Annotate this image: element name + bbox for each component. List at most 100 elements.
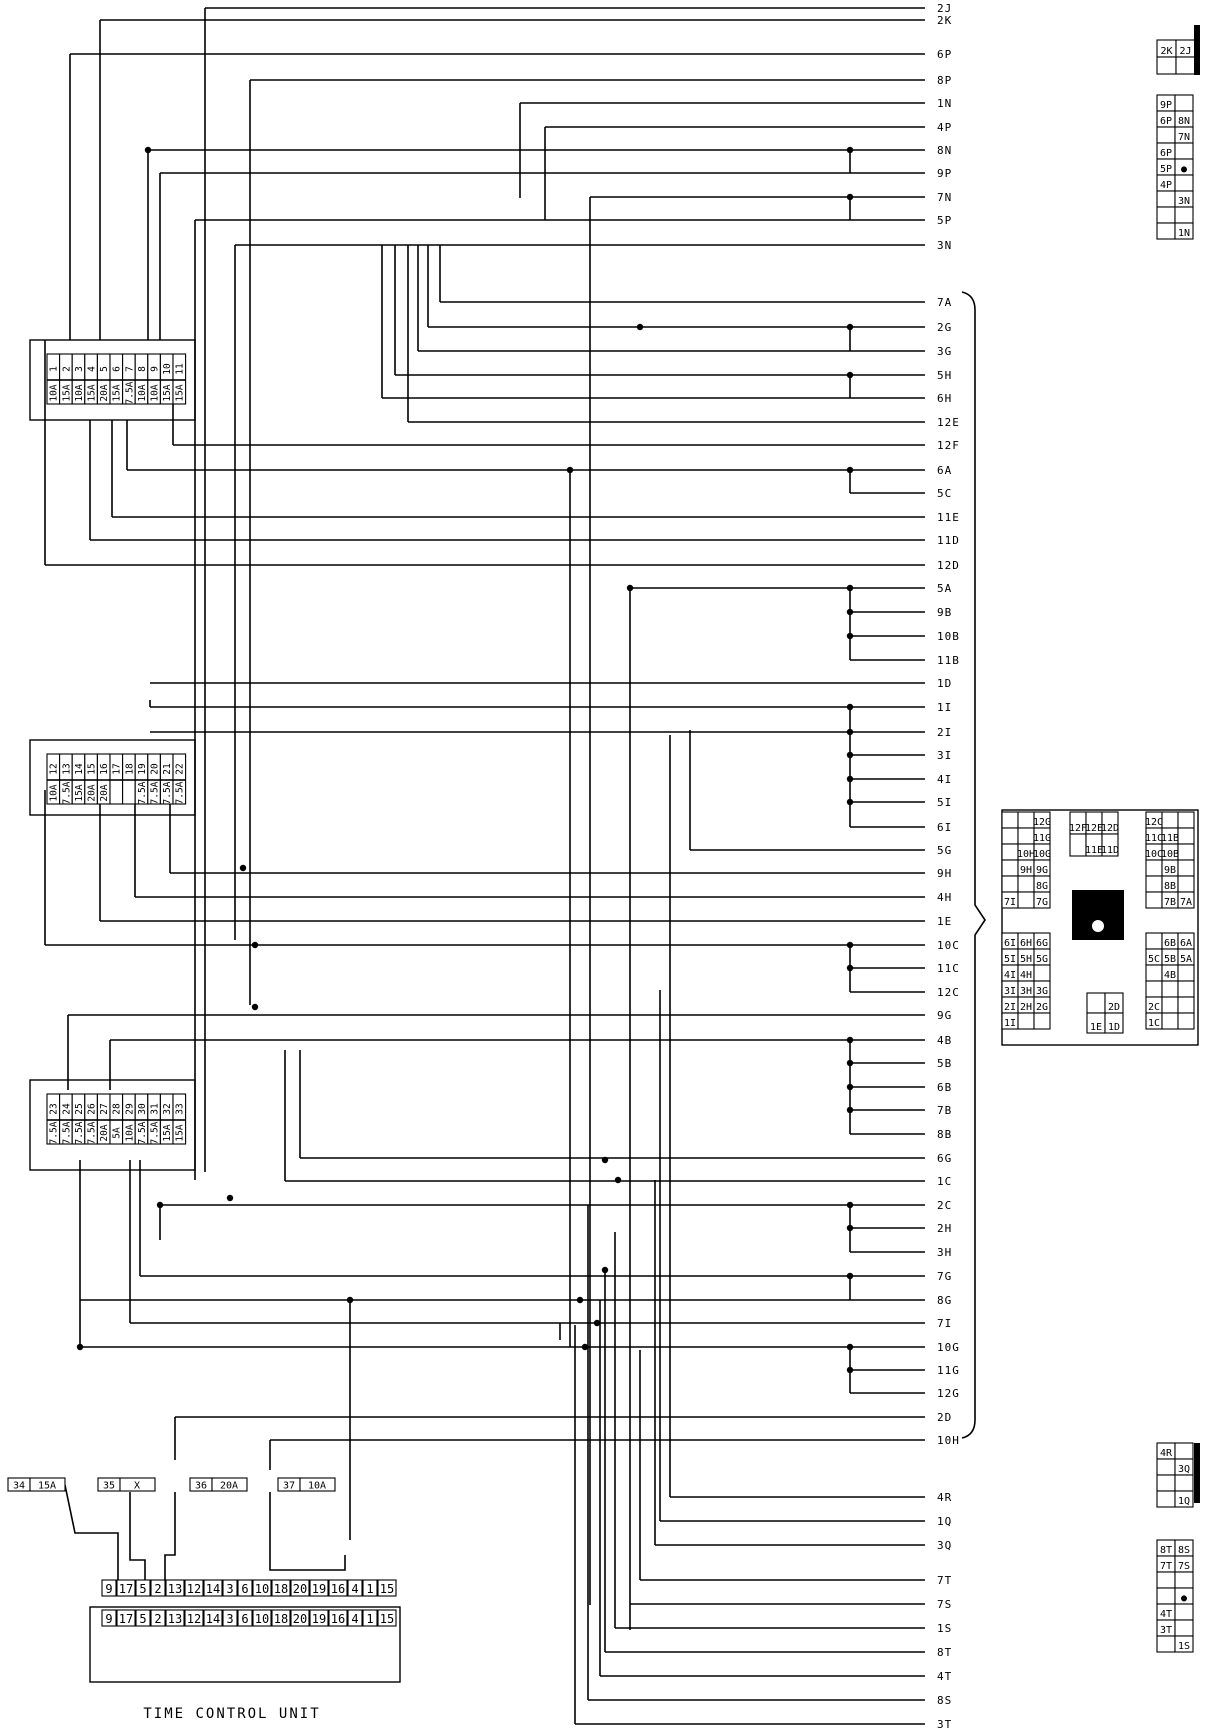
fuse-rating: 7.5A [150, 1121, 161, 1144]
junction-dot [576, 1296, 584, 1304]
connector-pin-label: 2I [1004, 1002, 1016, 1013]
junction-dot [581, 1343, 589, 1351]
wire-label: 11E [937, 511, 960, 524]
fuse-number: 27 [99, 1103, 110, 1114]
fuse-rating: 7.5A [162, 781, 173, 804]
tcu-pin [135, 1609, 151, 1627]
fuse-rating: 7.5A [49, 1121, 60, 1144]
wire-label: 4P [937, 121, 952, 134]
junction-dot [239, 864, 247, 872]
fuse-rating: X [134, 1481, 140, 1492]
wire-label: 8G [937, 1294, 952, 1307]
wire-label: 8S [937, 1694, 952, 1707]
tcu-pin-label: 20 [293, 1612, 307, 1626]
tcu-pin [377, 1579, 397, 1597]
fuse-number: 15 [87, 763, 98, 774]
wire-label: 4I [937, 773, 952, 786]
connector-pin-label: 11B [1161, 833, 1179, 844]
wire-label: 12F [937, 439, 960, 452]
fuse-number: 2 [61, 366, 72, 372]
wire-label: 1E [937, 915, 952, 928]
tcu-pin-label: 12 [187, 1612, 201, 1626]
connector-pin-label: 12F [1069, 823, 1087, 834]
connector-pin-label: 5B [1164, 954, 1176, 965]
junction-dot [593, 1319, 601, 1327]
wire-label: 8P [937, 74, 952, 87]
wire-label: 7I [937, 1317, 952, 1330]
tcu-pin-label: 3 [226, 1582, 233, 1596]
tcu-pin [347, 1579, 363, 1597]
tcu-pin-label: 18 [274, 1612, 288, 1626]
fuse-number: 7 [124, 366, 135, 372]
wire-label: 6B [937, 1081, 952, 1094]
junction-dot [636, 323, 644, 331]
connector-pin-label: 4B [1164, 970, 1176, 981]
wire [64, 1484, 119, 1580]
wire-label: 5P [937, 214, 952, 227]
fuse-number: 1 [49, 366, 60, 372]
main-connector-key-hole [1092, 920, 1104, 932]
fuse-number: 31 [150, 1103, 161, 1115]
connector-pin-label: 6A [1180, 938, 1192, 949]
wire-label: 12C [937, 986, 960, 999]
wire-label: 3G [937, 345, 952, 358]
wire-label: 7N [937, 191, 952, 204]
wire-label: 7S [937, 1598, 952, 1611]
wire-label: 10H [937, 1434, 960, 1447]
tcu-pin-label: 15 [380, 1582, 394, 1596]
connector-pin-label: 3I [1004, 986, 1016, 997]
tcu-pin-label: 2 [154, 1582, 161, 1596]
connector-pin-label: 2G [1036, 1002, 1048, 1013]
connector-pin-label: 6I [1004, 938, 1016, 949]
wire-label: 6G [937, 1152, 952, 1165]
fuse-number: 5 [99, 366, 110, 372]
connector-pin-label: 1E [1090, 1022, 1102, 1033]
tcu-pin-label: 17 [119, 1582, 133, 1596]
fuse-rating: 15A [74, 784, 85, 801]
fuse-number: 32 [162, 1103, 173, 1114]
fuse-number: 13 [61, 763, 72, 774]
tcu-pin [271, 1579, 291, 1597]
fuse-number: 14 [74, 763, 85, 775]
wire-label: 6H [937, 392, 952, 405]
wire-label: 1I [937, 701, 952, 714]
connector-pin-label: 4H [1020, 970, 1032, 981]
connector-lock [1194, 25, 1200, 75]
tcu-pin-label: 18 [274, 1582, 288, 1596]
fuse-rating: 20A [99, 784, 110, 801]
junction-dot [846, 1106, 854, 1114]
tcu-pin-label: 16 [331, 1612, 345, 1626]
wire-label: 3H [937, 1246, 952, 1259]
connector-brace [961, 291, 986, 1439]
connector-pin-label: 3T [1160, 1625, 1172, 1636]
wire-label: 2I [937, 726, 952, 739]
fuse-rating: 15A [38, 1481, 56, 1492]
connector-pin-label: 12C [1145, 817, 1163, 828]
junction-dot [846, 964, 854, 972]
fuse-number: 34 [13, 1481, 25, 1492]
connector-pin-label: 8S [1178, 1545, 1190, 1556]
wire-label: 3Q [937, 1539, 952, 1552]
connector-pin-label: 2D [1108, 1002, 1120, 1013]
junction-dot [846, 1083, 854, 1091]
junction-dot [144, 146, 152, 154]
wire-label-layer: 2J2K6P8P1N4P8N9P7N5P3N7A2G3G5H6H12E12F6A… [937, 2, 960, 1731]
tcu-pin [290, 1579, 310, 1597]
fuse-number: 33 [175, 1103, 186, 1114]
fuse-number: 6 [112, 366, 123, 372]
tcu-pin-label: 17 [119, 1612, 133, 1626]
tcu-pin [101, 1609, 117, 1627]
connector-pin-label: 5P [1160, 164, 1172, 175]
tcu-pin-label: 6 [241, 1582, 248, 1596]
fuse-rating: 15A [175, 384, 186, 401]
fuse-number: 22 [175, 763, 186, 774]
wire-label: 2K [937, 14, 952, 27]
connector-pin-label: 7S [1178, 1561, 1190, 1572]
extra-fuse: 34 15A [7, 1477, 66, 1492]
fuse-number: 19 [137, 763, 148, 775]
main-connector-outline [1001, 809, 1199, 1046]
connector-pin-label: 6P [1160, 116, 1172, 127]
